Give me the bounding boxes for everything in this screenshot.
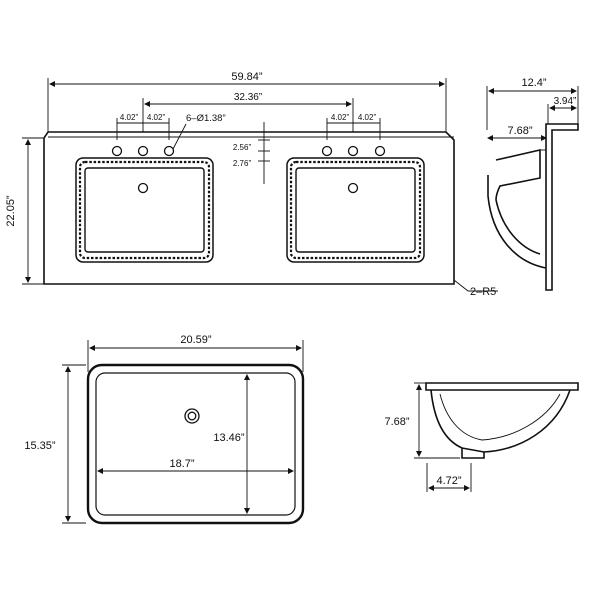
bowl-top-section xyxy=(495,148,541,201)
backsplash-label: 3.94” xyxy=(554,96,577,107)
faucet-hole xyxy=(374,145,386,157)
overall-depth-label: 22.05” xyxy=(5,195,17,227)
faucet-hole xyxy=(163,145,175,157)
basin-side-bowl xyxy=(430,389,571,453)
offset-b-label: 2.76” xyxy=(233,159,252,168)
basin-side-view: 7.68” 4.72” xyxy=(384,382,579,492)
left-basin-inner xyxy=(84,167,205,253)
faucet-hole xyxy=(347,145,359,157)
overall-width-label: 59.84” xyxy=(231,71,263,83)
left-drain-hole xyxy=(137,182,149,194)
basin-drain-inner xyxy=(187,411,197,421)
basin-outer-outline xyxy=(86,363,305,525)
right-hole-spacing-a-label: 4.02” xyxy=(331,113,350,122)
bowl-offset-label: 7.68” xyxy=(507,125,532,137)
right-basin-dotted-rim xyxy=(289,160,422,260)
bowl-inner-curve xyxy=(495,199,541,255)
bowl-outer-curve xyxy=(487,175,547,269)
left-basin-outer-rim xyxy=(75,157,214,263)
basin-inner-outline xyxy=(95,372,296,516)
radius-leader xyxy=(453,279,469,292)
basin-top-view: 20.59” 15.35” 13.46” 18.7” xyxy=(24,334,305,525)
countertop-top-view: 59.84” 32.36” 4.02” 4.02” 6–Ø1.38” 4.02”… xyxy=(5,71,498,298)
right-basin-inner xyxy=(295,167,416,253)
faucet-hole xyxy=(321,145,333,157)
side-depth-label: 12.4” xyxy=(521,77,546,89)
basin-outer-width-label: 20.59” xyxy=(180,334,212,346)
backsplash-profile xyxy=(545,123,579,291)
left-hole-spacing-b-label: 4.02” xyxy=(147,113,166,122)
right-hole-spacing-b-label: 4.02” xyxy=(358,113,377,122)
left-basin-dotted-rim xyxy=(78,160,211,260)
left-hole-spacing-a-label: 4.02” xyxy=(120,113,139,122)
offset-a-label: 2.56” xyxy=(233,143,252,152)
countertop-outline xyxy=(43,131,455,285)
right-basin-outer-rim xyxy=(286,157,425,263)
faucet-hole xyxy=(111,145,123,157)
right-drain-hole xyxy=(347,182,359,194)
basin-side-bowl-inner xyxy=(439,393,561,441)
corner-radius-label: 2–R5 xyxy=(470,286,496,298)
basin-inner-depth-label: 13.46” xyxy=(213,432,245,444)
basin-drain-width-label: 4.72” xyxy=(436,475,461,487)
basin-outer-depth-label: 15.35” xyxy=(24,440,56,452)
basin-side-rim xyxy=(425,382,579,391)
basin-side-drain xyxy=(461,448,485,459)
countertop-side-view: 12.4” 3.94” 7.68” xyxy=(486,77,579,291)
holes-note-leader xyxy=(171,123,187,152)
center-spacing-label: 32.36” xyxy=(234,92,262,103)
basin-inner-width-label: 18.7” xyxy=(169,458,194,470)
faucet-hole xyxy=(137,145,149,157)
holes-note-label: 6–Ø1.38” xyxy=(186,113,226,124)
basin-height-label: 7.68” xyxy=(384,416,409,428)
